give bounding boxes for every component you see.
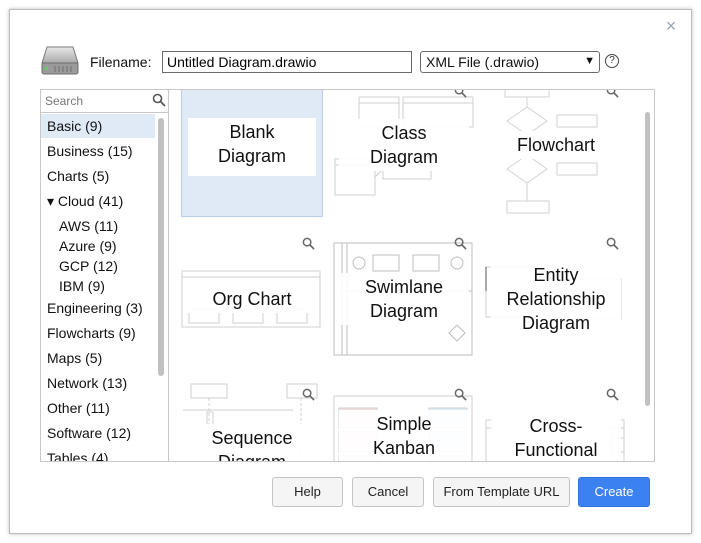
- category-list: Search Basic (9) Business (15) Charts (5…: [40, 89, 169, 462]
- template-label-line: Flowchart: [516, 135, 596, 155]
- search-input[interactable]: Search: [41, 90, 168, 113]
- category-cloud[interactable]: ▾ Cloud (41): [47, 193, 124, 209]
- category-basic[interactable]: Basic (9): [41, 114, 155, 138]
- template-label: Class Diagram: [339, 119, 469, 171]
- format-select[interactable]: XML File (.drawio) ▼: [420, 51, 600, 73]
- template-label-line: Sequence: [211, 428, 293, 448]
- template-label-line: Blank: [229, 122, 275, 142]
- cancel-button[interactable]: Cancel: [352, 477, 424, 507]
- category-business[interactable]: Business (15): [47, 143, 133, 159]
- template-label: Org Chart: [187, 285, 317, 313]
- category-flowcharts[interactable]: Flowcharts (9): [47, 325, 136, 341]
- zoom-icon[interactable]: [606, 388, 619, 401]
- template-label-line: Functional: [514, 440, 598, 460]
- template-flowchart[interactable]: Flowchart: [485, 89, 627, 217]
- filename-label: Filename:: [90, 54, 152, 70]
- template-grid: Blank Diagram Class Diagram: [169, 89, 655, 462]
- category-tables[interactable]: Tables (4): [47, 450, 109, 462]
- template-label-line: Kanban: [372, 438, 436, 458]
- category-azure[interactable]: Azure (9): [59, 238, 117, 254]
- template-label: Sequence Diagram: [187, 424, 317, 462]
- template-label: Blank Diagram: [188, 118, 316, 176]
- category-other[interactable]: Other (11): [47, 400, 110, 416]
- template-scrollbar[interactable]: [645, 112, 650, 406]
- zoom-icon[interactable]: [302, 237, 315, 250]
- template-entity-relationship-diagram[interactable]: Entity Relationship Diagram: [485, 235, 627, 363]
- template-blank-diagram[interactable]: Blank Diagram: [181, 90, 323, 217]
- template-label-line: Diagram: [521, 313, 591, 333]
- template-label-line: Swimlane: [364, 277, 444, 297]
- category-network[interactable]: Network (13): [47, 375, 128, 391]
- template-label-line: Org Chart: [212, 289, 292, 309]
- template-class-diagram[interactable]: Class Diagram: [333, 89, 475, 217]
- zoom-icon[interactable]: [302, 388, 315, 401]
- category-maps[interactable]: Maps (5): [47, 350, 103, 366]
- drive-icon: [41, 46, 79, 75]
- category-aws[interactable]: AWS (11): [59, 218, 119, 234]
- template-label-line: Simple: [376, 414, 432, 434]
- template-label-line: Relationship: [506, 289, 606, 309]
- template-label: Swimlane Diagram: [339, 273, 469, 325]
- template-label-line: Diagram: [217, 452, 287, 462]
- chevron-down-icon: ▼: [584, 55, 595, 67]
- flowchart-thumbnail: [504, 90, 598, 214]
- template-cross-functional[interactable]: Cross- Functional: [485, 382, 627, 461]
- template-label-line: Entity: [533, 265, 579, 285]
- template-label-line: Cross-: [529, 416, 583, 436]
- category-scrollbar[interactable]: [158, 118, 164, 376]
- template-label: Simple Kanban: [339, 410, 469, 461]
- help-icon[interactable]: ?: [605, 54, 619, 68]
- template-org-chart[interactable]: Org Chart: [181, 235, 323, 363]
- zoom-icon[interactable]: [454, 89, 467, 98]
- format-select-value: XML File (.drawio): [426, 54, 540, 70]
- help-button[interactable]: Help: [272, 477, 343, 507]
- template-label: Flowchart: [491, 131, 621, 159]
- category-engineering[interactable]: Engineering (3): [47, 300, 143, 316]
- category-gcp[interactable]: GCP (12): [59, 258, 118, 274]
- template-label-line: Diagram: [369, 147, 439, 167]
- category-software[interactable]: Software (12): [47, 425, 132, 441]
- from-template-url-button[interactable]: From Template URL: [433, 477, 570, 507]
- template-label-line: Diagram: [369, 301, 439, 321]
- template-label: Cross- Functional: [491, 412, 621, 461]
- create-button[interactable]: Create: [578, 477, 650, 507]
- filename-input[interactable]: [162, 51, 412, 73]
- org-chart-thumbnail: [181, 270, 321, 328]
- template-simple-kanban[interactable]: Simple Kanban: [333, 382, 475, 461]
- template-label: Entity Relationship Diagram: [491, 261, 621, 337]
- zoom-icon[interactable]: [606, 237, 619, 250]
- search-placeholder: Search: [45, 94, 84, 108]
- template-swimlane-diagram[interactable]: Swimlane Diagram: [333, 235, 475, 363]
- search-icon[interactable]: [152, 93, 166, 107]
- category-charts[interactable]: Charts (5): [47, 168, 110, 184]
- close-icon[interactable]: ×: [665, 16, 677, 36]
- zoom-icon[interactable]: [454, 237, 467, 250]
- category-ibm[interactable]: IBM (9): [59, 278, 105, 294]
- zoom-icon[interactable]: [454, 388, 467, 401]
- zoom-icon[interactable]: [606, 89, 619, 98]
- template-label-line: Class: [381, 123, 427, 143]
- template-label-line: Diagram: [217, 146, 287, 166]
- template-sequence-diagram[interactable]: Sequence Diagram: [181, 382, 323, 462]
